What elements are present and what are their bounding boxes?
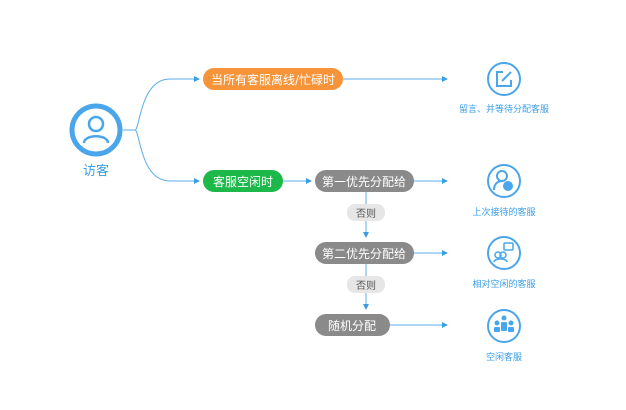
user-icon xyxy=(82,115,110,144)
step-first-priority: 第一优先分配给 xyxy=(315,170,414,192)
svg-text:留言、并等待分配客服: 留言、并等待分配客服 xyxy=(459,103,549,115)
svg-text:否则: 否则 xyxy=(356,207,376,220)
svg-text:上次接待的客服: 上次接待的客服 xyxy=(472,206,535,218)
svg-text:相对空闲的客服: 相对空闲的客服 xyxy=(472,278,535,290)
condition-all-offline: 当所有客服离线/忙碌时 xyxy=(203,68,343,90)
outcome-last-agent: 上次接待的客服 xyxy=(472,164,536,218)
step-random: 随机分配 xyxy=(315,314,390,336)
outcome-less-busy-agent: 相对空闲的客服 xyxy=(472,236,536,290)
group-icon xyxy=(494,315,514,332)
svg-text:空闲客服: 空闲客服 xyxy=(486,351,522,363)
svg-text:否则: 否则 xyxy=(356,279,376,292)
step-second-priority: 第二优先分配给 xyxy=(315,242,414,264)
svg-text:第一优先分配给: 第一优先分配给 xyxy=(322,175,406,189)
edit-icon xyxy=(496,71,512,87)
chat-users-icon xyxy=(493,242,514,263)
visitor-node: 访客 xyxy=(69,103,123,179)
otherwise-label-2: 否则 xyxy=(347,276,385,293)
svg-text:第二优先分配给: 第二优先分配给 xyxy=(322,247,406,261)
condition-idle: 客服空闲时 xyxy=(203,170,283,192)
svg-text:当所有客服离线/忙碌时: 当所有客服离线/忙碌时 xyxy=(211,72,335,87)
svg-text:客服空闲时: 客服空闲时 xyxy=(213,174,273,189)
otherwise-label-1: 否则 xyxy=(347,204,385,221)
connectors xyxy=(123,76,448,328)
svg-text:随机分配: 随机分配 xyxy=(328,318,376,333)
visitor-label: 访客 xyxy=(83,163,109,179)
outcome-idle-agent: 空闲客服 xyxy=(486,309,522,363)
user-clock-icon xyxy=(493,170,513,191)
outcome-leave-message: 留言、并等待分配客服 xyxy=(459,62,549,115)
